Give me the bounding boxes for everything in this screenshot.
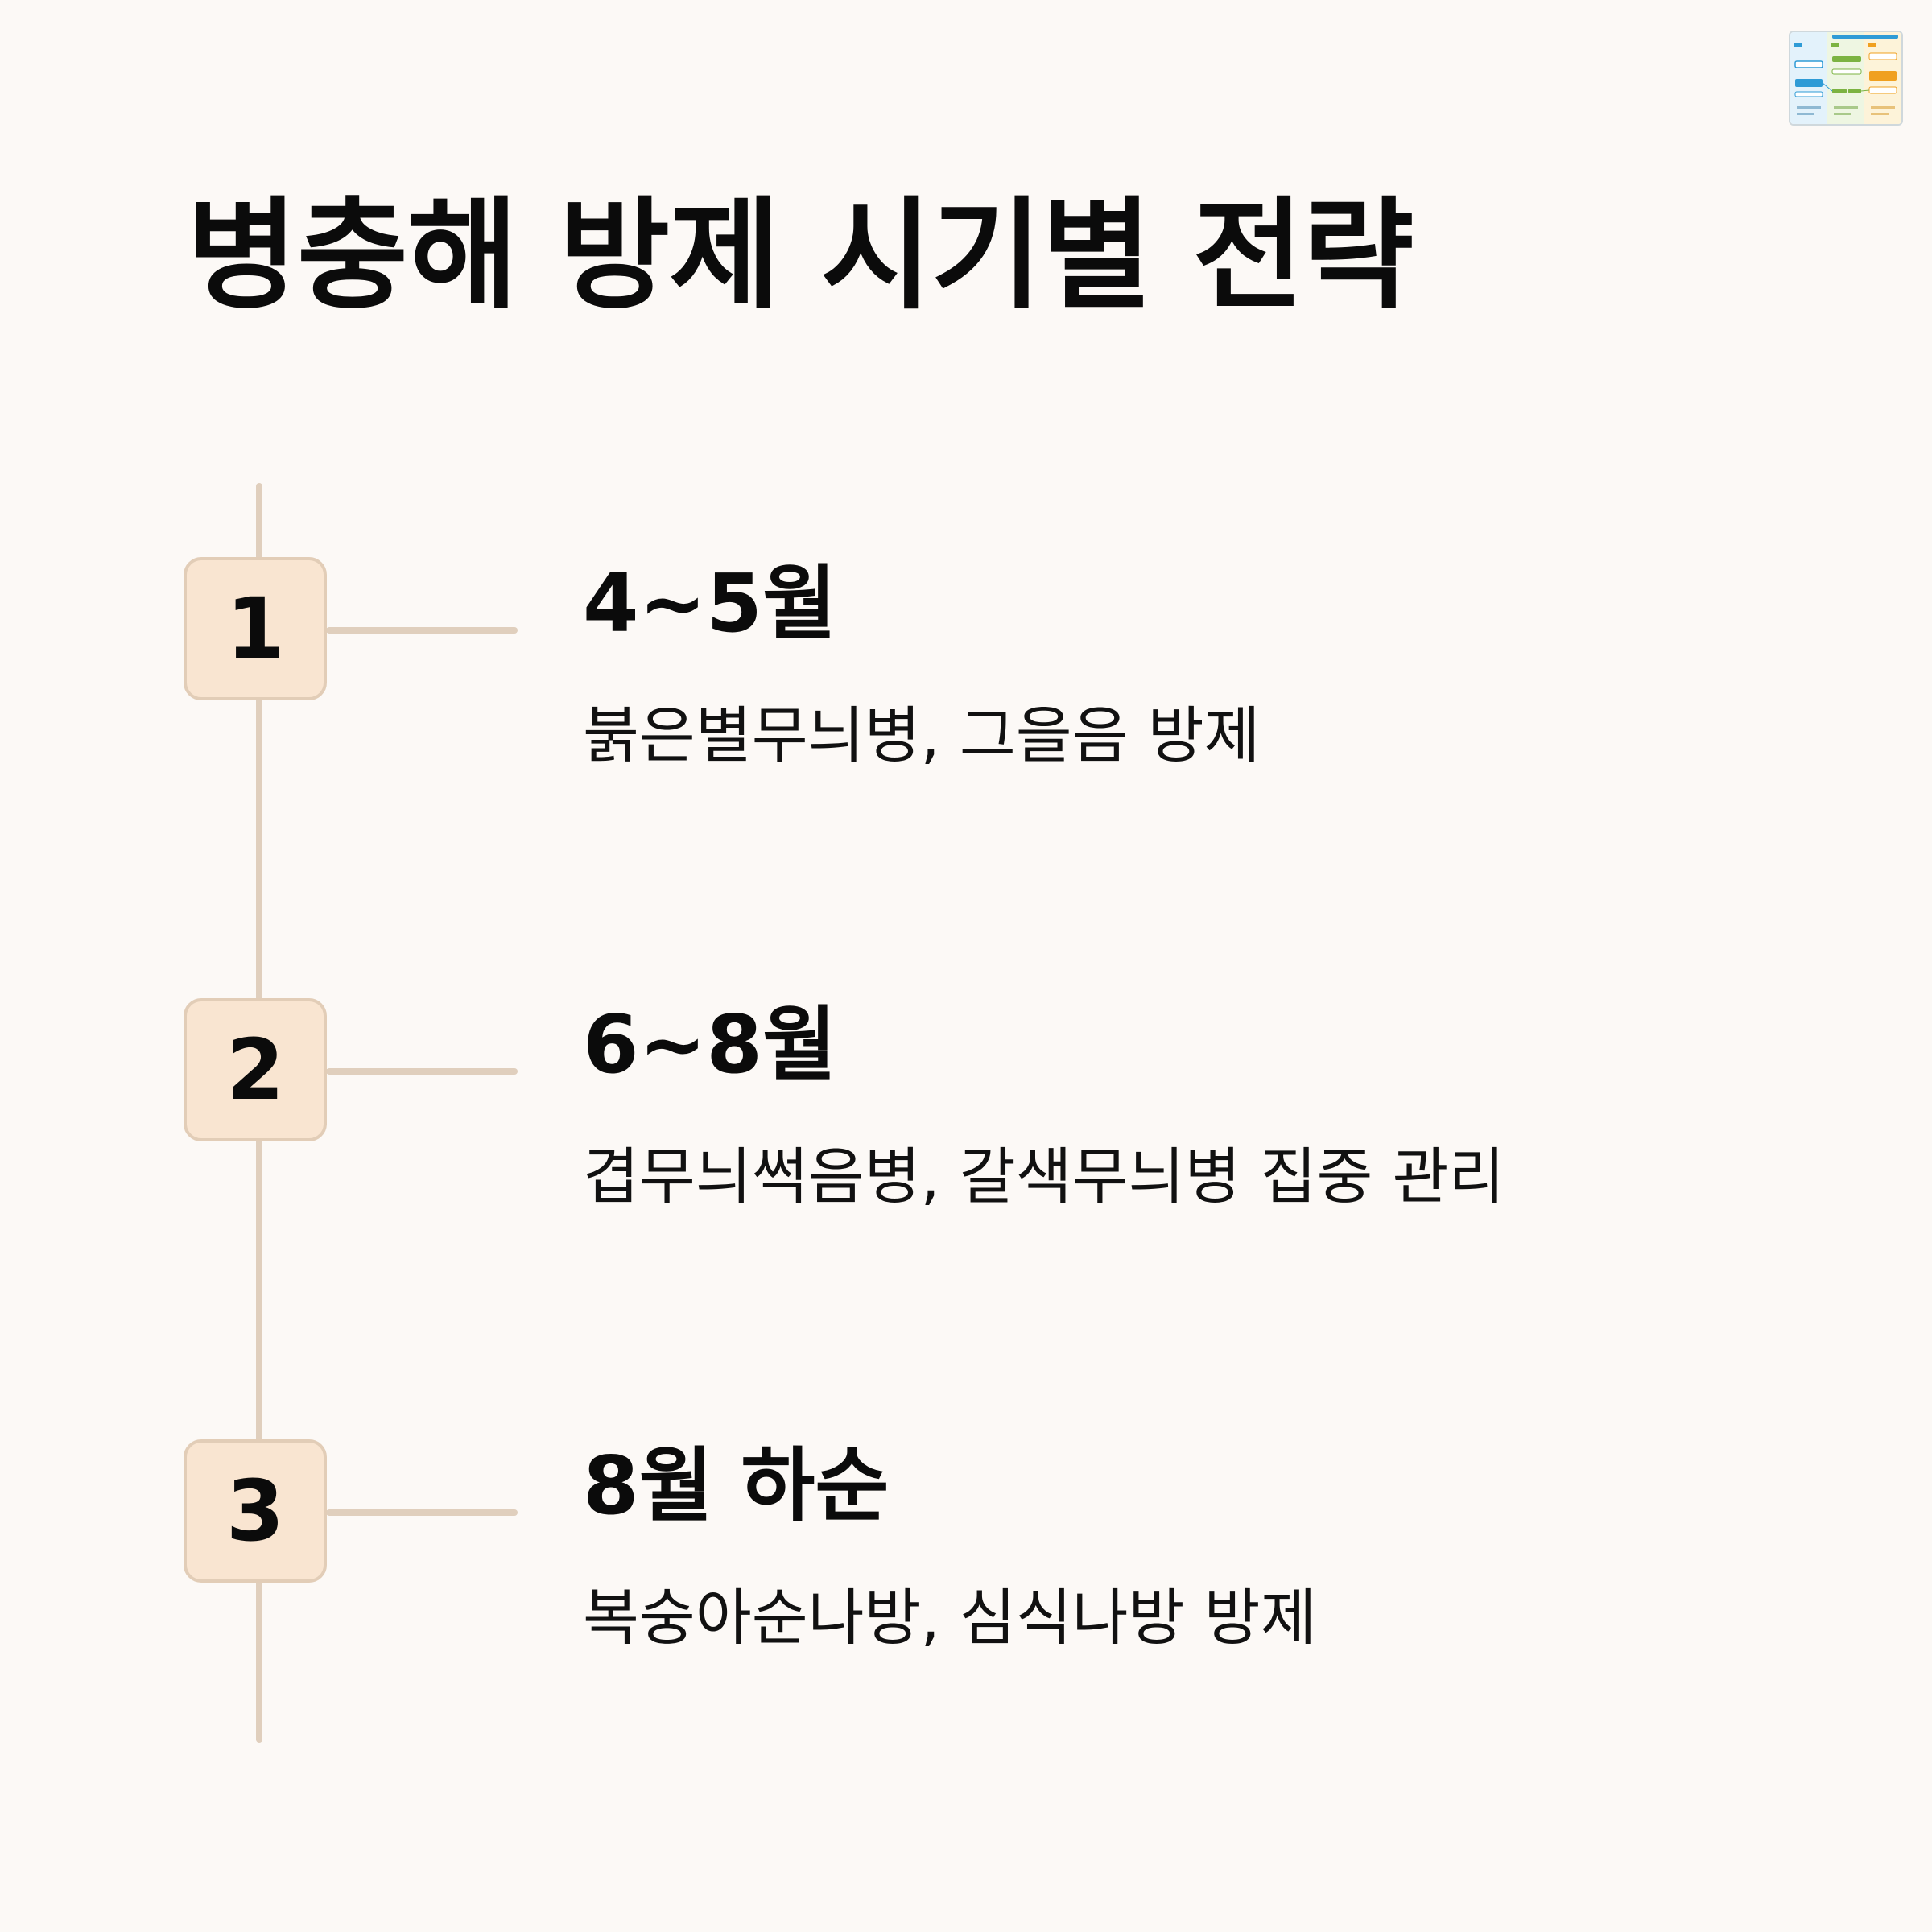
step-connector-line (326, 1509, 518, 1516)
step-number-badge: 3 (184, 1439, 327, 1583)
step-number-badge: 1 (184, 557, 327, 700)
timeline-step: 2 6~8월 겹무늬썩음병, 갈색무늬병 집중 관리 (0, 997, 1932, 1238)
step-description: 붉은별무늬병, 그을음 방제 (583, 700, 1261, 771)
step-number-badge: 2 (184, 998, 327, 1141)
step-connector-line (326, 627, 518, 634)
step-period: 4~5월 (583, 556, 836, 650)
step-connector-line (326, 1068, 518, 1075)
step-period: 8월 하순 (583, 1439, 890, 1533)
diagram-thumbnail-image (1789, 31, 1903, 126)
step-description: 겹무늬썩음병, 갈색무늬병 집중 관리 (583, 1141, 1505, 1212)
timeline-step: 3 8월 하순 복숭아순나방, 심식나방 방제 (0, 1438, 1932, 1679)
diagram-thumbnail-graphic (1790, 32, 1901, 124)
step-description: 복숭아순나방, 심식나방 방제 (583, 1582, 1317, 1653)
step-period: 6~8월 (583, 997, 836, 1092)
page-title: 병충해 방제 시기별 전략 (187, 186, 1414, 326)
timeline-step: 1 4~5월 붉은별무늬병, 그을음 방제 (0, 555, 1932, 797)
